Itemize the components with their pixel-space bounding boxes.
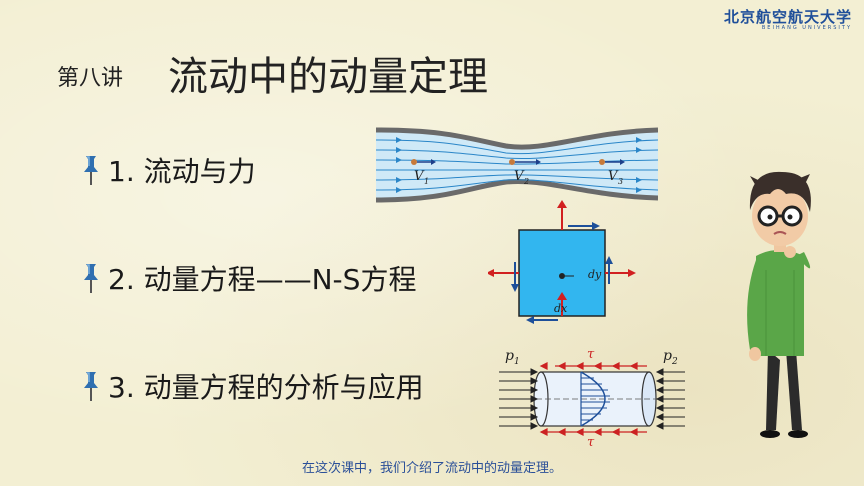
velocity-label-3: V (608, 169, 619, 184)
pipe-flow-diagram: p 1 p 2 τ τ (499, 347, 685, 448)
dy-label: dy (588, 268, 602, 281)
slide-title: 流动中的动量定理 (168, 54, 488, 100)
logo-chinese: 北京航空航天大学 (723, 8, 852, 26)
university-logo: 北京航空航天大学 BEIHANG UNIVERSITY (724, 6, 852, 31)
pushpin-icon (84, 264, 98, 293)
svg-text:1: 1 (514, 357, 520, 367)
channel-flow-diagram: V 1 V 2 V 3 (376, 127, 658, 203)
svg-text:3: 3 (618, 177, 623, 186)
list-item-3: 3. 动量方程的分析与应用 (80, 366, 424, 406)
svg-text:2: 2 (523, 177, 529, 186)
pushpin-icon (84, 156, 98, 185)
item-1-label: 1. 流动与力 (108, 155, 256, 188)
dx-label: dx (554, 302, 568, 315)
list-item-1: 1. 流动与力 (80, 150, 256, 190)
svg-text:2: 2 (671, 357, 678, 367)
pushpin-icon (84, 372, 98, 401)
svg-text:1: 1 (424, 177, 429, 186)
fluid-element-diagram: dy dx (488, 200, 636, 324)
logo-english: BEIHANG UNIVERSITY (761, 25, 852, 31)
p2-label: p (663, 348, 672, 364)
tau-top-label: τ (587, 347, 595, 362)
p1-label: p (505, 348, 514, 364)
item-3-label: 3. 动量方程的分析与应用 (108, 371, 424, 404)
item-2-label: 2. 动量方程——N-S方程 (108, 263, 417, 296)
list-item-2: 2. 动量方程——N-S方程 (80, 258, 416, 298)
velocity-label-1: V (414, 169, 425, 184)
video-subtitle: 在这次课中，我们介绍了流动中的动量定理。 (301, 461, 562, 476)
presenter-character (747, 171, 811, 438)
velocity-label-2: V (514, 169, 525, 184)
tau-bottom-label: τ (587, 435, 595, 448)
lecture-number: 第八讲 (57, 66, 124, 91)
